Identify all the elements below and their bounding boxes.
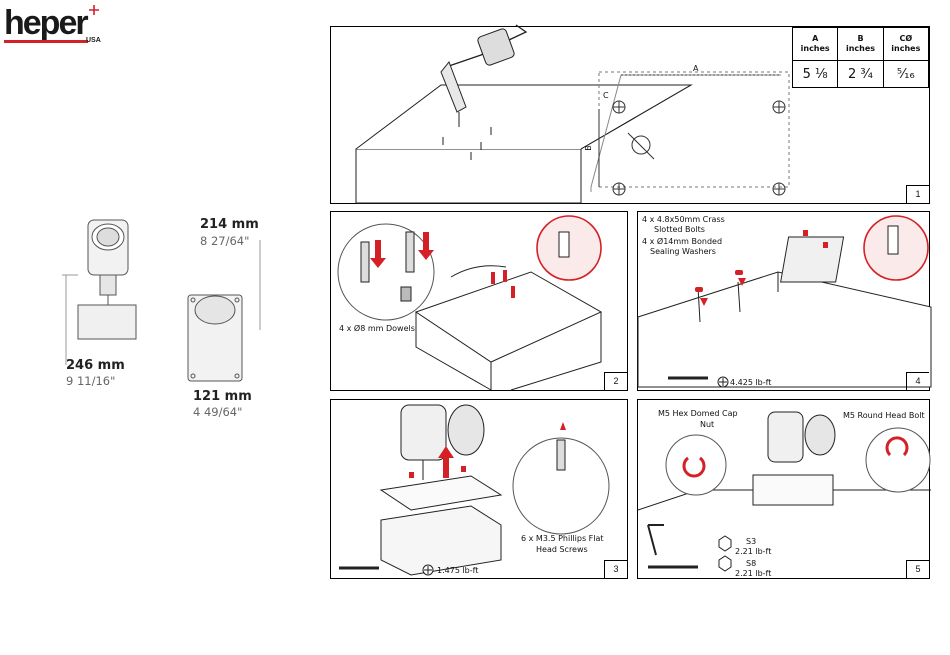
step-number-3: 3 — [604, 560, 627, 578]
dowels-label: 4 x Ø8 mm Dowels — [339, 324, 415, 333]
bolt-drawing — [637, 215, 932, 388]
bolt-label: M5 Round Head Bolt — [843, 411, 925, 420]
product-dimension-drawing — [62, 219, 261, 382]
screws-label-line2: Head Screws — [536, 545, 588, 554]
panel-step-3: 6 x M3.5 Phillips Flat Head Screws 1.475… — [330, 399, 628, 579]
height-mm: 214 mm — [200, 217, 259, 232]
torque-label-4: 4.425 lb-ft — [730, 378, 772, 387]
s8-torque: 2.21 lb-ft — [735, 569, 772, 578]
panel-step-4: 4 x 4.8x50mm Crass Slotted Bolts 4 x Ø14… — [637, 211, 932, 391]
step-number-4: 4 — [906, 372, 929, 390]
screws-label-line1: 6 x M3.5 Phillips Flat — [521, 534, 604, 543]
width-in: 4 49/64" — [193, 405, 243, 419]
logo-usa: USA — [86, 37, 101, 44]
logo-underline — [4, 40, 88, 43]
torque-label-3: 1.475 lb-ft — [437, 566, 479, 575]
panel-step-5: M5 Hex Domed Cap Nut M5 Round Head Bolt … — [637, 399, 931, 579]
value-b: 2 ¾ — [837, 60, 884, 88]
logo-wordmark: heper — [4, 4, 89, 42]
step-number-2: 2 — [604, 372, 627, 390]
value-a: 5 ⅛ — [791, 60, 839, 88]
value-c: ⁵⁄₁₆ — [882, 60, 930, 88]
nut-label-line1: M5 Hex Domed Cap — [658, 409, 738, 418]
s8-label: S8 — [746, 559, 757, 568]
label-a: A — [693, 64, 699, 73]
bolts-label-line1: 4 x 4.8x50mm Crass — [642, 215, 725, 224]
nut-label-line2: Nut — [700, 420, 715, 429]
washers-label-line2: Sealing Washers — [650, 247, 716, 256]
bolts-label-line2: Slotted Bolts — [654, 225, 705, 234]
label-b: B — [583, 145, 593, 151]
s3-label: S3 — [746, 537, 757, 546]
label-c: C — [603, 91, 609, 100]
brand-logo: heper USA — [4, 4, 104, 44]
height-in: 8 27/64" — [200, 234, 250, 248]
s3-torque: 2.21 lb-ft — [735, 547, 772, 556]
drill-drawing — [355, 24, 790, 204]
cap-nut-drawing — [637, 411, 931, 572]
washers-label-line1: 4 x Ø14mm Bonded — [642, 237, 723, 246]
panel-step-2: 4 x Ø8 mm Dowels 2 — [330, 211, 628, 391]
width-mm: 121 mm — [193, 389, 252, 404]
dowel-drawing — [337, 215, 603, 391]
overall-mm: 246 mm — [66, 358, 125, 373]
screw-drawing — [339, 404, 610, 576]
overall-in: 9 11/16" — [66, 374, 116, 388]
logo-plus-icon — [89, 5, 99, 15]
step-number-1: 1 — [906, 185, 929, 203]
step-number-5: 5 — [906, 560, 929, 578]
